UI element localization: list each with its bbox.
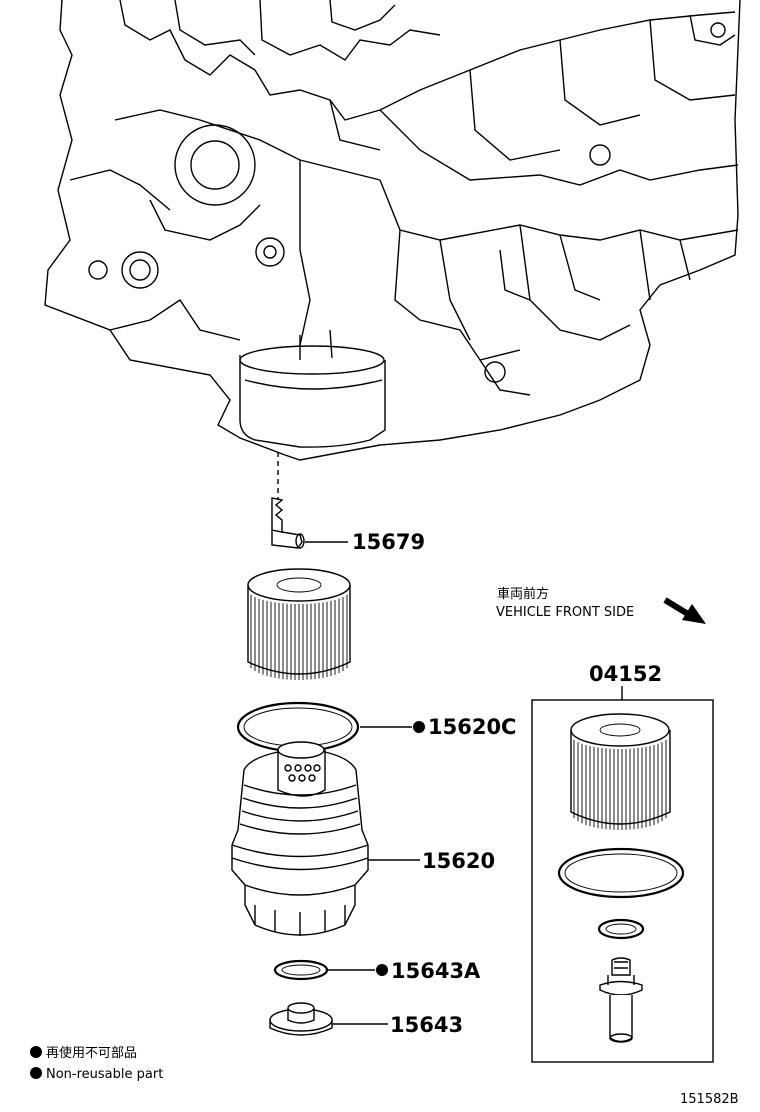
part-label-15643a: 15643A [391,959,481,983]
kit-drain-union [599,957,643,1043]
kit-04152-box [531,699,714,1063]
legend-marker-jp [30,1046,42,1058]
part-label-15620c: 15620C [428,715,516,739]
part-label-04152: 04152 [589,662,662,686]
part-label-15679: 15679 [352,530,425,554]
kit-filter-element [570,713,671,830]
figure-id: 151582B [680,1092,739,1107]
drain-plug-15643 [269,1002,333,1036]
part-label-15620: 15620 [422,849,495,873]
vehicle-front-en: VEHICLE FRONT SIDE [496,605,634,620]
oil-filter-element [247,568,351,680]
engine-block-drawing [44,0,741,461]
part-label-15643: 15643 [390,1013,463,1037]
kit-gasket [597,918,645,940]
vehicle-front-jp: 車両前方 [497,586,549,602]
kit-o-ring [557,847,685,899]
oil-filter-cap-15620 [231,741,369,936]
part-15679-drain-union [271,497,305,549]
legend-en: Non-reusable part [46,1067,163,1082]
vehicle-front-arrow [663,597,706,624]
legend-marker-en [30,1067,42,1079]
gasket-15643a [273,959,329,981]
legend-jp: 再使用不可部品 [46,1045,137,1061]
non-reusable-marker-15620c [413,721,425,733]
non-reusable-marker-15643a [376,964,388,976]
